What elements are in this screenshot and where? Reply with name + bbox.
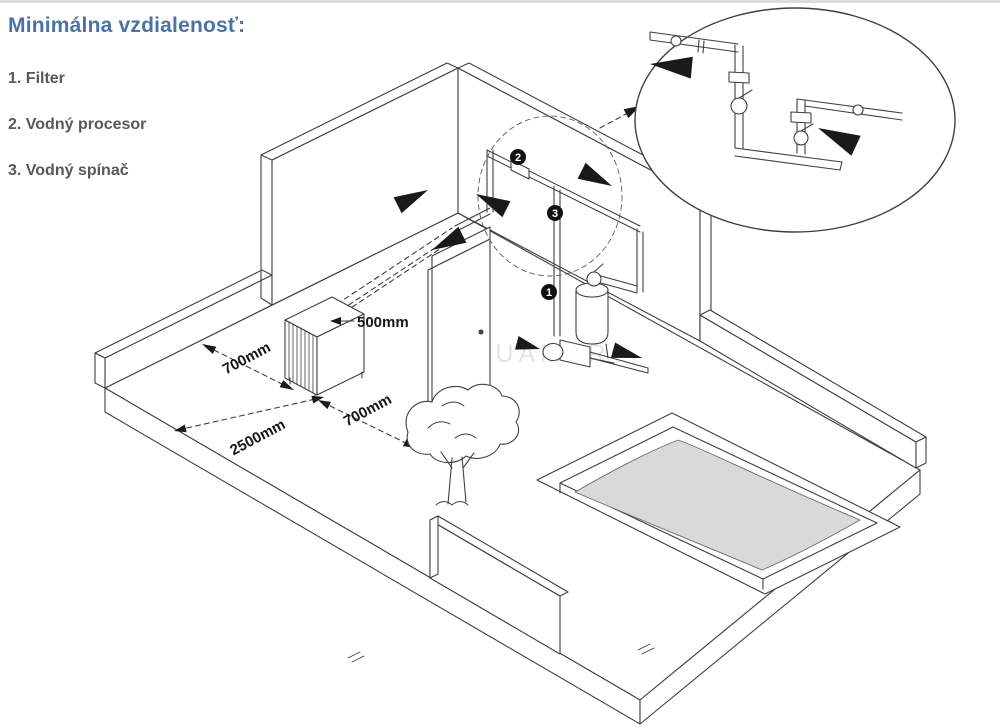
arrow-flow-left [650,56,693,79]
arrow-flow-up-left [818,128,861,156]
legend-item-switch: 3. Vodný spínač [8,162,129,179]
filter-assembly [542,263,649,374]
arrow-down-left [432,226,467,250]
pool [536,412,901,595]
ball-valve [730,97,748,115]
fitting-circle [670,35,682,47]
legend-item-processor: 2. Vodný procesor [8,116,147,133]
dim-500mm-label: 500mm [357,314,409,331]
tree [405,383,520,506]
legend-item-filter: 1. Filter [8,70,65,87]
union-nut [728,71,750,84]
pool-curb-wall [699,309,927,469]
ground-marks [347,643,655,663]
callout-pipes [649,31,903,171]
heat-pump-fins [288,321,314,394]
wall-pipes [454,149,644,337]
arrow-up-right [393,190,428,214]
pool-water [574,439,861,571]
flow-arrows [393,162,642,358]
arrow-pump-out [610,342,642,358]
marker-2-label: 2 [515,152,521,164]
marker-1-circle [541,284,557,300]
marker-3-circle [547,205,563,221]
water-processor-device [510,159,530,180]
union-nut-2 [790,111,812,124]
door-knob [478,329,484,335]
arrow-up-left [476,194,511,218]
tree-trunk [440,451,475,505]
arrow-down-right [577,162,612,186]
marker-3-label: 3 [552,208,558,220]
page-title: Minimálna vzdialenosť: [8,14,246,37]
front-low-wall [429,515,569,655]
marker-2-circle [510,149,526,165]
arrow-pump-in [515,336,540,350]
markers: 2 3 1 [510,149,563,300]
ball-valve-2 [793,130,809,146]
multiport-valve [586,271,602,287]
dim-500mm: 500mm [330,314,409,331]
callout-arrows [650,56,861,156]
fitting-circle-2 [852,104,864,116]
top-divider [0,0,1000,3]
tree-canopy [405,383,520,464]
detail-callout [634,7,956,233]
marker-1-label: 1 [546,287,552,299]
pump-motor [542,342,564,362]
filter-tank [575,289,609,345]
